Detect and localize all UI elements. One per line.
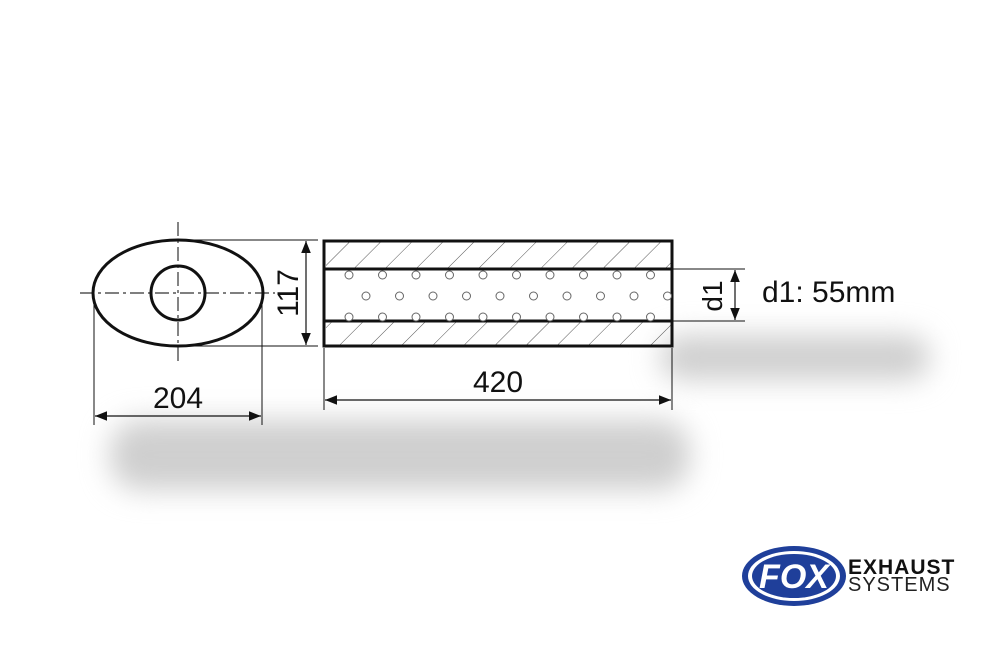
- perforation-hole: [646, 312, 655, 322]
- oval-outline: [91, 238, 265, 348]
- perforation-hole: [562, 291, 572, 301]
- perforation-hole: [512, 270, 521, 280]
- perforation-hole: [395, 291, 404, 301]
- fox-logo: FOX: [742, 546, 846, 606]
- perforation-hole: [579, 270, 588, 280]
- perforation-hole: [663, 291, 672, 301]
- oval-end-view: [80, 222, 318, 425]
- bottom-hatched-band: [326, 321, 672, 346]
- perforation-hole: [579, 312, 588, 322]
- perforation-hole: [495, 291, 505, 301]
- length-value: 420: [473, 366, 523, 399]
- perforation-hole: [428, 291, 438, 301]
- perforation-hole: [646, 270, 655, 280]
- perforation-hole: [629, 291, 639, 301]
- height-value: 117: [272, 269, 305, 317]
- perforation-hole: [612, 312, 622, 322]
- drawing-shadow-left: [110, 420, 690, 490]
- perforation-hole: [361, 291, 371, 301]
- pipe-opening-circle: [149, 264, 207, 322]
- perforation-hole: [512, 312, 521, 322]
- logo-line-systems: SYSTEMS: [848, 574, 951, 596]
- d1-spec-label: d1: 55mm: [762, 276, 896, 309]
- perforation-hole: [378, 312, 387, 322]
- perforation-hole: [445, 312, 454, 322]
- perforation-hole: [344, 270, 354, 280]
- perforation-hole: [462, 291, 471, 301]
- perforation-hole: [545, 270, 555, 280]
- perforation-holes: [344, 270, 672, 322]
- perforation-hole: [596, 291, 605, 301]
- width-value: 204: [153, 382, 203, 415]
- logo-line-exhaust: EXHAUST: [848, 556, 956, 579]
- perforation-hole: [411, 270, 421, 280]
- perforation-hole: [344, 312, 354, 322]
- perforation-hole: [378, 270, 387, 280]
- perforation-hole: [612, 270, 622, 280]
- perforation-hole: [411, 312, 421, 322]
- muffler-side-view: [322, 239, 745, 410]
- top-hatched-band: [326, 241, 672, 269]
- perforation-hole: [478, 270, 488, 280]
- drawing-shadow-right: [660, 335, 930, 380]
- perforation-hole: [445, 270, 454, 280]
- logo-wordmark: FOX: [759, 558, 831, 596]
- perforation-hole: [545, 312, 555, 322]
- d1-marker: d1: [697, 280, 728, 311]
- perforation-hole: [529, 291, 538, 301]
- perforation-hole: [478, 312, 488, 322]
- muffler-body-outline: [322, 239, 674, 348]
